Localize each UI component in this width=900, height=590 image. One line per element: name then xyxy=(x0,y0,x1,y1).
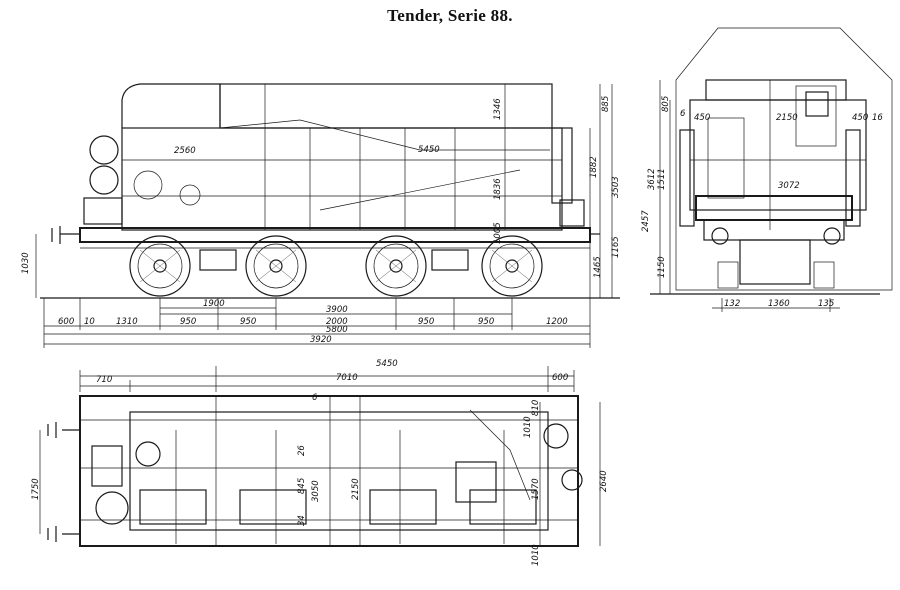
dim-3503: 3503 xyxy=(611,176,621,198)
plan-view: 710 7010 5450 600 6 1750 845 3050 2150 1… xyxy=(31,359,609,566)
plan-dim-6: 6 xyxy=(312,393,318,403)
end-view: 805 450 2150 6 450 16 3612 1511 2457 115… xyxy=(641,27,893,312)
plan-dim-1010: 1010 xyxy=(531,544,541,566)
plan-dim-1750: 1750 xyxy=(31,478,41,500)
plan-dim-600: 600 xyxy=(552,373,568,383)
end-dim-3612: 3612 xyxy=(647,168,657,190)
plan-dim-1570: 1570 xyxy=(531,478,541,500)
plan-dim-2150: 2150 xyxy=(351,478,361,500)
plan-dim-2640: 2640 xyxy=(599,470,609,492)
dim-5800: 5800 xyxy=(326,325,348,335)
dim-950-d: 950 xyxy=(478,317,494,327)
dim-2000: 2000 xyxy=(326,317,348,327)
plan-dim-3050: 3050 xyxy=(311,480,321,502)
dim-3900: 3900 xyxy=(326,305,348,315)
dim-3920: 3920 xyxy=(310,335,332,345)
end-dim-6: 6 xyxy=(680,109,686,119)
end-dim-132: 132 xyxy=(724,299,740,309)
plan-dim-5450: 5450 xyxy=(376,359,398,369)
tank-top xyxy=(219,83,553,129)
dim-5450: 5450 xyxy=(418,145,440,155)
end-dim-450: 450 xyxy=(694,113,710,123)
rear-lamp xyxy=(89,135,119,165)
end-dim-16: 16 xyxy=(872,113,883,123)
end-dim-3072: 3072 xyxy=(778,181,800,191)
dim-10: 10 xyxy=(84,317,95,327)
end-dim-135: 135 xyxy=(818,299,834,309)
dim-1900: 1900 xyxy=(203,299,225,309)
plan-dim-7010: 7010 xyxy=(336,373,358,383)
loading-gauge xyxy=(675,27,893,291)
dim-950-c: 950 xyxy=(418,317,434,327)
plan-dim-810: 810 xyxy=(531,400,541,416)
dim-600: 600 xyxy=(58,317,74,327)
end-dim-450-b: 450 xyxy=(852,113,868,123)
drawing-title: Tender, Serie 88. xyxy=(387,6,513,25)
dim-1465: 1465 xyxy=(593,256,603,278)
dim-1005: 1005 xyxy=(493,222,503,244)
end-dim-2457: 2457 xyxy=(641,210,651,232)
dim-1310: 1310 xyxy=(116,317,138,327)
dim-2560: 2560 xyxy=(174,146,196,156)
plan-buffer-bottom xyxy=(47,526,80,542)
dim-950-a: 950 xyxy=(180,317,196,327)
dim-1200: 1200 xyxy=(546,317,568,327)
plan-dim-34: 34 xyxy=(297,515,307,526)
dim-1030: 1030 xyxy=(21,252,31,274)
end-top xyxy=(705,79,847,101)
side-view: 2560 5450 885 1346 1882 1836 3503 1165 1… xyxy=(21,83,621,348)
end-dim-1511: 1511 xyxy=(657,168,667,190)
plan-dim-710: 710 xyxy=(96,375,112,385)
dim-885: 885 xyxy=(601,96,611,112)
dim-1346: 1346 xyxy=(493,98,503,120)
dim-1882: 1882 xyxy=(589,156,599,178)
dim-1165: 1165 xyxy=(611,236,621,258)
dim-1836: 1836 xyxy=(493,178,503,200)
plan-dim-1010-b: 1010 xyxy=(523,416,533,438)
dim-950-b: 950 xyxy=(240,317,256,327)
end-dim-805: 805 xyxy=(661,96,671,112)
end-dim-1150: 1150 xyxy=(657,256,667,278)
end-dim-2150: 2150 xyxy=(776,113,798,123)
end-dim-1360: 1360 xyxy=(768,299,790,309)
wheelset xyxy=(129,235,543,297)
coal-bunker xyxy=(121,83,221,128)
rear-buffer xyxy=(51,226,80,244)
plan-dim-26: 26 xyxy=(297,445,307,456)
plan-outline xyxy=(79,395,579,547)
bottom-dimension-chain xyxy=(43,298,591,348)
plan-dim-845: 845 xyxy=(297,478,307,494)
plan-buffer-top xyxy=(47,422,80,438)
